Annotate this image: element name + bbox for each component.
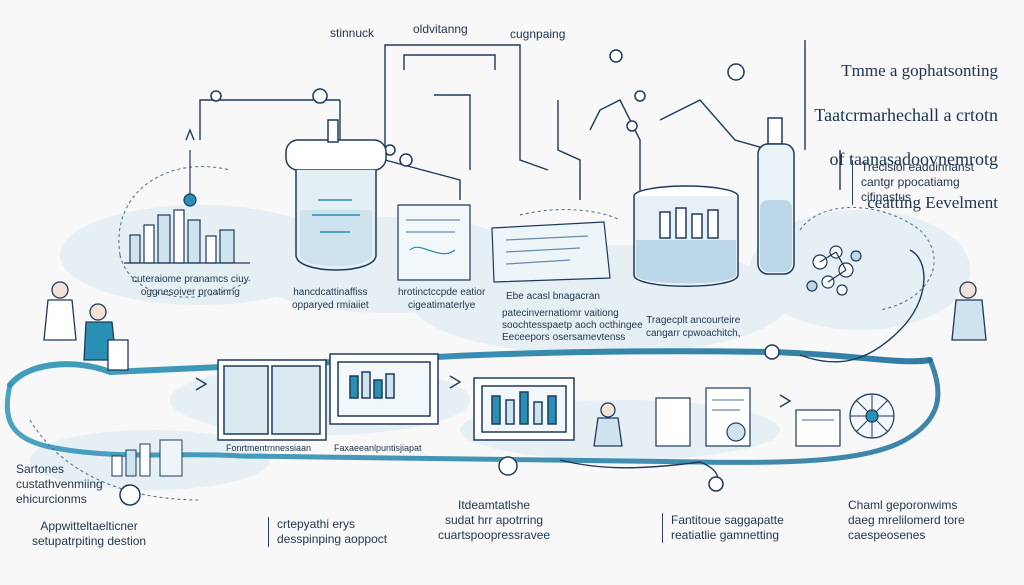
label-right-top: Treclsiol eaddinrianst cantgr ppocatiamg… <box>852 160 974 205</box>
connector-lines <box>199 40 925 486</box>
label-cugnpaing: cugnpaing <box>510 27 566 41</box>
sample-bottle <box>757 117 795 275</box>
molecule-cluster <box>806 245 862 296</box>
title-line-3: of taanasadoovnemrotg <box>829 149 998 169</box>
people-figures <box>43 281 987 447</box>
dashed-arcs <box>29 166 935 501</box>
tablet-panel <box>491 221 611 283</box>
label-oldvitanng: oldvitanng <box>413 22 468 36</box>
label-mid-1: cuteraiome pranamcs ciuy oggnesoiver pro… <box>132 274 249 298</box>
report-docs <box>655 387 895 447</box>
title-line-4: ceatting Eevelment <box>867 193 998 212</box>
label-mid-4: Ebe acasl bnagacran <box>506 291 600 302</box>
node-circles <box>119 49 780 506</box>
title-line-1: Tmme a gophatsonting <box>841 61 998 80</box>
left-equipment-cluster <box>124 150 250 264</box>
label-mid-6: Tragecplt ancourteire cangarr cpwoachitc… <box>646 315 741 339</box>
mixing-tank <box>285 119 387 271</box>
title-line-2: Taatcrmarhechall a crtotn <box>814 105 998 125</box>
label-bottom-2: crtepyathi erys desspinping aoppoct <box>268 517 387 547</box>
label-mid-3: hrotinctccpde eatior cigeatimaterlye <box>398 287 486 311</box>
storage-vat <box>633 185 739 287</box>
label-bottom-3: Itdeamtatlshe sudat hrr apotrring cuarts… <box>438 498 551 542</box>
label-mid-2: hancdcattinaffiss opparyed rmiaiiet <box>292 287 369 311</box>
label-left: Sartones custathvenmiing ehicurcionms <box>16 462 103 506</box>
label-bottom-5: Chaml geporonwims daeg mrelilomerd tore … <box>848 498 965 542</box>
flow-arrows <box>185 128 792 408</box>
label-bottom-4: Fantitoue saggapatte reatiatlie gamnetti… <box>662 513 784 543</box>
bottom-left-bottles <box>111 439 183 477</box>
label-mid-5: patecinvernatiomr vaitiong soochtesspaet… <box>502 308 643 343</box>
label-bottom-1: Appwitteltaelticner setupatrpiting desti… <box>32 519 147 548</box>
diagram-title: Tmme a gophatsonting Taatcrmarhechall a … <box>814 38 998 236</box>
label-stinnuck: stinnuck <box>330 26 375 40</box>
lower-screens <box>217 353 575 441</box>
document-panel <box>397 204 471 281</box>
screen-caption-2: Faxaeeanlpuntisjiapat <box>334 443 422 453</box>
screen-caption-1: Fonrtmentrnnessiaan <box>226 443 312 453</box>
